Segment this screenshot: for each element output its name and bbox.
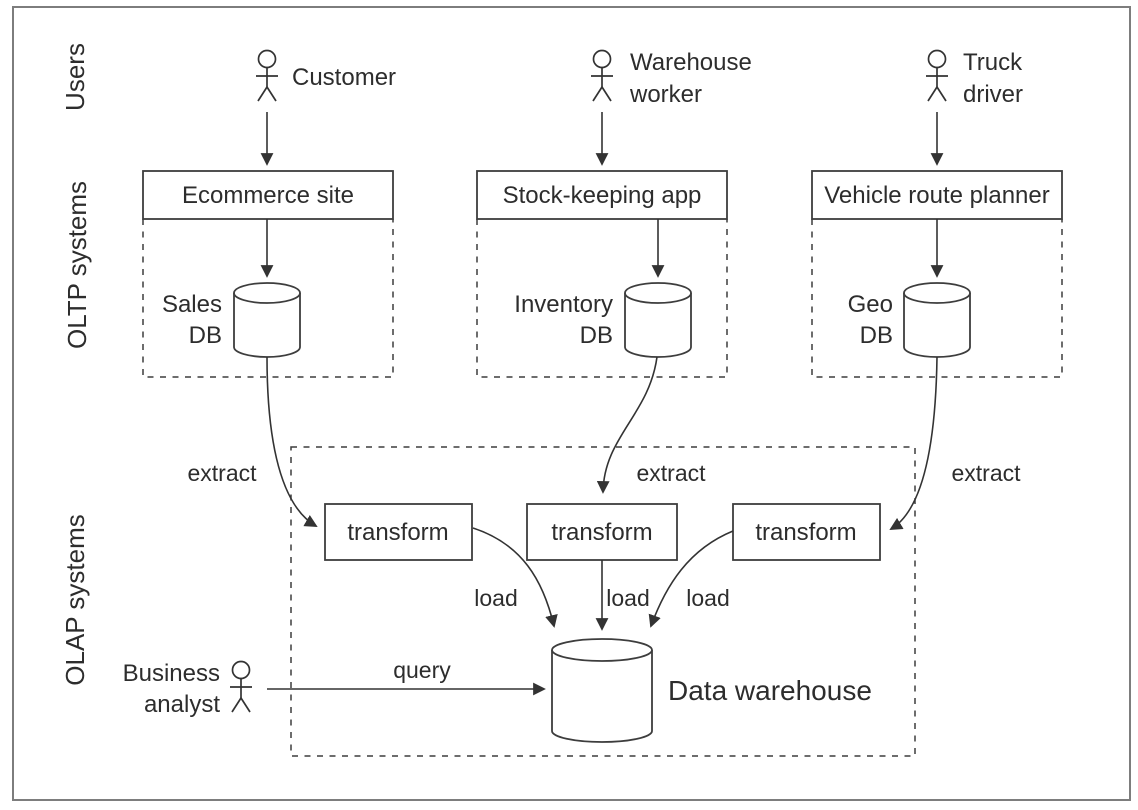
transform-label-2: transform	[551, 519, 652, 546]
business-analyst-actor-icon	[229, 660, 253, 713]
figure-border	[12, 6, 1131, 801]
geo-db-cylinder	[903, 282, 971, 358]
warehouse-worker-label-line1: Warehouse	[630, 49, 752, 76]
customer-actor-icon	[255, 49, 279, 102]
section-label-oltp-systems: OLTP systems	[62, 181, 92, 349]
data-warehouse-label: Data warehouse	[668, 675, 872, 706]
sales-db-label-line2: DB	[189, 322, 222, 349]
transform-label-1: transform	[347, 519, 448, 546]
oltp-boundary-inventory	[476, 219, 728, 378]
geo-db-label-line2: DB	[860, 322, 893, 349]
arrow-load-3	[648, 530, 734, 628]
section-label-users: Users	[60, 43, 90, 111]
inventory-db-cylinder	[624, 282, 692, 358]
vehicle-route-planner-box	[811, 170, 1063, 220]
arrow-extract-geo	[889, 356, 938, 530]
warehouse-worker-actor-icon	[590, 49, 614, 102]
arrow-extract-inventory	[596, 356, 658, 494]
ecommerce-site-label: Ecommerce site	[182, 182, 354, 209]
stock-keeping-app-box	[476, 170, 728, 220]
load-label-2: load	[606, 585, 649, 611]
customer-label: Customer	[292, 64, 396, 91]
truck-driver-label-line2: driver	[963, 81, 1023, 108]
transform-label-3: transform	[755, 519, 856, 546]
query-label: query	[393, 657, 451, 683]
arrow-extract-sales	[266, 356, 318, 527]
arrow-load-1	[472, 527, 558, 628]
warehouse-worker-label-line2: worker	[629, 81, 702, 108]
oltp-boundary-sales	[142, 219, 394, 378]
oltp-boundary-geo	[811, 219, 1063, 378]
extract-label-3: extract	[951, 460, 1021, 486]
truck-driver-actor-icon	[925, 49, 949, 102]
inventory-db-label-line1: Inventory	[514, 291, 613, 318]
inventory-db-label-line2: DB	[580, 322, 613, 349]
sales-db-label-line1: Sales	[162, 291, 222, 318]
transform-box-2	[526, 503, 678, 561]
transform-box-3	[732, 503, 881, 561]
vehicle-route-planner-label: Vehicle route planner	[824, 182, 1050, 209]
transform-box-1	[324, 503, 473, 561]
section-label-olap-systems: OLAP systems	[60, 514, 90, 685]
load-label-1: load	[474, 585, 517, 611]
olap-boundary	[290, 446, 916, 757]
stock-keeping-app-label: Stock-keeping app	[503, 182, 702, 209]
load-label-3: load	[686, 585, 729, 611]
geo-db-label-line1: Geo	[848, 291, 893, 318]
truck-driver-label-line1: Truck	[963, 49, 1023, 76]
extract-label-1: extract	[187, 460, 257, 486]
data-warehouse-cylinder	[551, 638, 653, 743]
business-analyst-label-line1: Business	[123, 660, 220, 687]
sales-db-cylinder	[233, 282, 301, 358]
ecommerce-site-box	[142, 170, 394, 220]
business-analyst-label-line2: analyst	[144, 691, 220, 718]
extract-label-2: extract	[636, 460, 706, 486]
